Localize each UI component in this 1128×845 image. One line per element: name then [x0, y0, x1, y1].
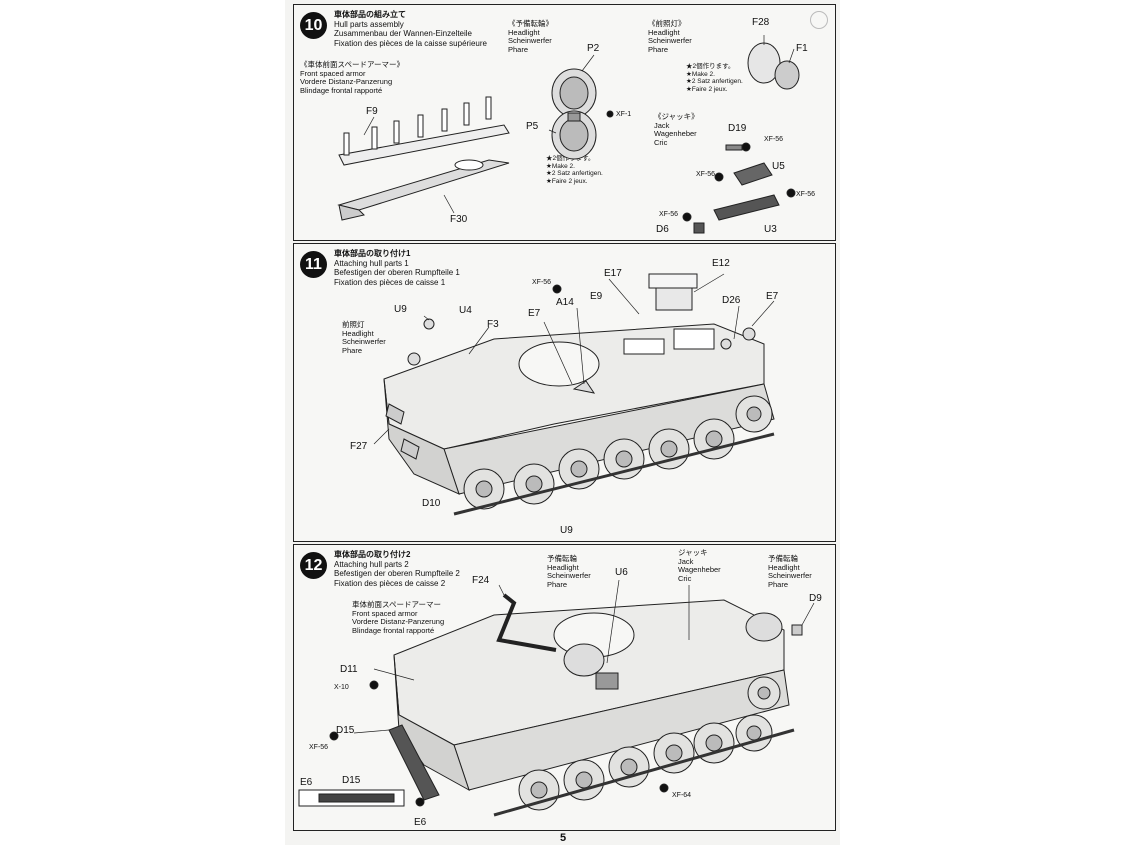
part-label: D19 [728, 123, 747, 134]
spare-wheel-b [745, 612, 783, 642]
d15-links [318, 793, 395, 803]
part-label: E17 [604, 268, 622, 279]
part-label: U9 [394, 304, 407, 315]
part-label: F30 [450, 214, 468, 225]
d6-part [693, 222, 705, 234]
part-label: E6 [414, 817, 427, 828]
f9-bracket [338, 124, 510, 166]
part-label: E7 [766, 291, 779, 302]
spare-wheel-a [563, 643, 605, 677]
d15-track-links [388, 724, 440, 801]
turret-ring [518, 341, 600, 387]
part-label: A14 [556, 297, 574, 308]
step-number: 12 [300, 552, 327, 579]
step-title: 車体部品の取り付け1 Attaching hull parts 1 Befest… [334, 249, 460, 287]
part-label: U4 [459, 305, 472, 316]
part-label: F9 [366, 106, 378, 117]
page-number: 5 [560, 832, 567, 844]
paint-code: XF-56 [659, 211, 679, 218]
step-12-hull-drawing [298, 579, 815, 817]
part-label: F28 [752, 17, 770, 28]
step-number: 11 [300, 251, 327, 278]
part-label: P2 [587, 43, 600, 54]
part-label: D9 [809, 593, 822, 604]
step-10-panel: 10 車体部品の組み立て Hull parts assembly Zusamme… [293, 4, 836, 241]
front-armor-caption: 車体前面スペードアーマー Front spaced armor Vordere … [352, 600, 445, 635]
step-title: 車体部品の組み立て Hull parts assembly Zusammenba… [334, 10, 487, 48]
part-label: U9 [560, 525, 573, 536]
part-label: F3 [487, 319, 499, 330]
paint-code: XF-56 [309, 744, 329, 751]
part-label: U6 [615, 567, 628, 578]
paint-code: XF-56 [796, 191, 816, 198]
part-label: P5 [526, 121, 539, 132]
u6-part [595, 672, 619, 690]
spare-wheel-caption: 《予備転輪》 Headlight Scheinwerfer Phare [508, 19, 553, 54]
f24-rail [496, 593, 557, 652]
headlight-caption: 前照灯 Headlight Scheinwerfer Phare [342, 320, 386, 355]
paint-code: XF-56 [764, 136, 784, 143]
make-two-note-headlight: ★2個作ります。 ★Make 2. ★2 Satz anfertigen. ★F… [686, 63, 743, 93]
paint-code: XF-56 [696, 171, 716, 178]
part-label: E7 [528, 308, 541, 319]
step-10-drawing [337, 35, 800, 234]
step-11-hull-drawing [373, 273, 775, 516]
part-label: F1 [796, 43, 808, 54]
step-number: 10 [300, 12, 327, 39]
part-label: D6 [656, 224, 669, 235]
d19-part [725, 144, 743, 151]
jack-caption: 《ジャッキ》 Jack Wagenheber Cric [654, 112, 699, 147]
part-label: D15 [336, 725, 355, 736]
track [453, 432, 775, 516]
u5-part [733, 162, 773, 186]
part-label: E6 [300, 777, 313, 788]
step-11-panel: 11 車体部品の取り付け1 Attaching hull parts 1 Bef… [293, 243, 836, 542]
spare-wheel-caption: 予備転輪 Headlight Scheinwerfer Phare [547, 554, 591, 589]
track [493, 728, 795, 817]
step-12-panel: 12 車体部品の取り付け2 Attaching hull parts 2 Bef… [293, 544, 836, 831]
part-label: E12 [712, 258, 730, 269]
u3-part [713, 194, 780, 221]
part-label: D10 [422, 498, 441, 509]
f1-lens [774, 60, 800, 90]
part-label: D26 [722, 295, 741, 306]
headlight-caption: 《前照灯》 Headlight Scheinwerfer Phare [648, 19, 692, 54]
paint-code: XF-64 [672, 792, 692, 799]
part-label: E9 [590, 291, 603, 302]
d9-part [791, 624, 803, 636]
part-label: D11 [340, 664, 358, 675]
f30-plate [337, 159, 510, 211]
part-label: D15 [342, 775, 361, 786]
corner-mark [810, 11, 828, 29]
spare-wheel-caption-2: 予備転輪 Headlight Scheinwerfer Phare [768, 554, 812, 589]
front-armor-caption: 《車体前面スペードアーマー》 Front spaced armor Vorder… [300, 60, 405, 95]
paint-code: X-10 [334, 684, 349, 691]
part-label: F24 [472, 575, 490, 586]
paint-code: XF-56 [532, 279, 552, 286]
step-title: 車体部品の取り付け2 Attaching hull parts 2 Befest… [334, 550, 460, 588]
paint-code: XF-1 [616, 111, 632, 118]
jack-caption: ジャッキ Jack Wagenheber Cric [678, 548, 721, 583]
e12-part [648, 273, 698, 289]
part-label: U3 [764, 224, 777, 235]
part-label: U5 [772, 161, 785, 172]
part-label: F27 [350, 441, 368, 452]
